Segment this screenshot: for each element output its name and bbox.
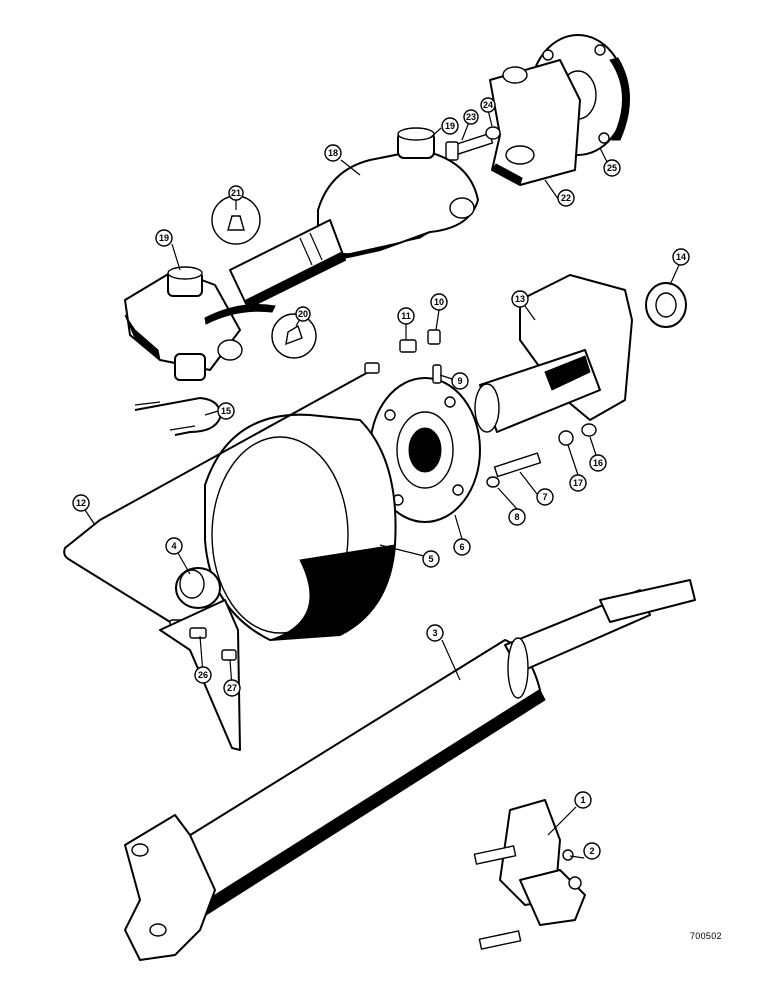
callout-17: 17 (569, 474, 587, 492)
callout-10: 10 (430, 293, 448, 311)
drawing-reference-code: 700502 (690, 931, 722, 941)
svg-text:20: 20 (298, 309, 308, 319)
svg-text:15: 15 (221, 406, 231, 416)
bolt-washer-part (445, 126, 501, 161)
callout-2: 2 (583, 842, 601, 860)
upper-shaft-assembly (124, 34, 630, 436)
bolt-set-part (486, 423, 597, 488)
callout-14: 14 (672, 248, 690, 266)
callout-13: 13 (511, 290, 529, 308)
callout-1: 1 (574, 791, 592, 809)
companion-yoke-part (474, 274, 633, 433)
callout-15: 15 (217, 402, 235, 420)
lower-shaft-assembly (124, 579, 696, 961)
svg-text:10: 10 (434, 297, 444, 307)
slip-tube-part (229, 219, 346, 309)
svg-text:25: 25 (607, 163, 617, 173)
callout-19-left: 19 (155, 229, 173, 247)
callout-21: 21 (228, 185, 244, 201)
callout-25: 25 (603, 159, 621, 177)
u-joint-inset-part (473, 799, 586, 950)
callout-7: 7 (536, 488, 554, 506)
svg-text:14: 14 (676, 252, 686, 262)
svg-text:19: 19 (159, 233, 169, 243)
svg-text:11: 11 (401, 311, 411, 321)
svg-text:27: 27 (227, 683, 237, 693)
svg-text:5: 5 (428, 554, 433, 564)
svg-text:22: 22 (561, 193, 571, 203)
fitting-bracket-part (159, 599, 241, 751)
small-fittings-part (399, 329, 442, 384)
callout-16: 16 (589, 454, 607, 472)
bushing-part (175, 567, 221, 609)
svg-text:3: 3 (432, 628, 437, 638)
callout-12: 12 (72, 494, 90, 512)
svg-text:24: 24 (483, 100, 493, 110)
callout-18: 18 (324, 144, 342, 162)
callout-23: 23 (463, 109, 479, 125)
callout-27: 27 (223, 679, 241, 697)
callouts: 1 2 3 4 5 6 7 8 9 10 11 12 13 14 15 16 1… (72, 97, 690, 860)
callout-6: 6 (453, 538, 471, 556)
svg-text:13: 13 (515, 294, 525, 304)
svg-text:8: 8 (514, 512, 519, 522)
callout-8: 8 (508, 508, 526, 526)
slip-yoke-part (317, 127, 479, 260)
callout-4: 4 (165, 537, 183, 555)
hub-flange-part (369, 377, 481, 523)
u-bolt-part (134, 396, 222, 436)
svg-text:1: 1 (580, 795, 585, 805)
nut-part (645, 282, 687, 328)
callout-11: 11 (397, 307, 415, 325)
svg-text:18: 18 (328, 148, 338, 158)
callout-26: 26 (194, 666, 212, 684)
svg-text:2: 2 (589, 846, 594, 856)
svg-text:12: 12 (76, 498, 86, 508)
svg-text:21: 21 (231, 188, 241, 198)
callout-5: 5 (422, 550, 440, 568)
svg-text:17: 17 (573, 478, 583, 488)
end-yoke-part (489, 59, 581, 186)
svg-text:4: 4 (171, 541, 176, 551)
brake-drum-part (204, 413, 397, 641)
callout-20: 20 (295, 306, 311, 322)
callout-3: 3 (426, 624, 444, 642)
callout-22: 22 (557, 189, 575, 207)
fitting-inset-part (204, 195, 317, 359)
svg-text:26: 26 (198, 670, 208, 680)
callout-9: 9 (451, 372, 469, 390)
svg-text:16: 16 (593, 458, 603, 468)
svg-text:23: 23 (466, 112, 476, 122)
svg-text:9: 9 (457, 376, 462, 386)
callout-24: 24 (480, 97, 496, 113)
svg-text:19: 19 (445, 121, 455, 131)
svg-text:7: 7 (542, 492, 547, 502)
universal-joint-part (124, 266, 243, 381)
brake-assembly (63, 274, 687, 751)
callout-19-top: 19 (441, 117, 459, 135)
svg-text:6: 6 (459, 542, 464, 552)
